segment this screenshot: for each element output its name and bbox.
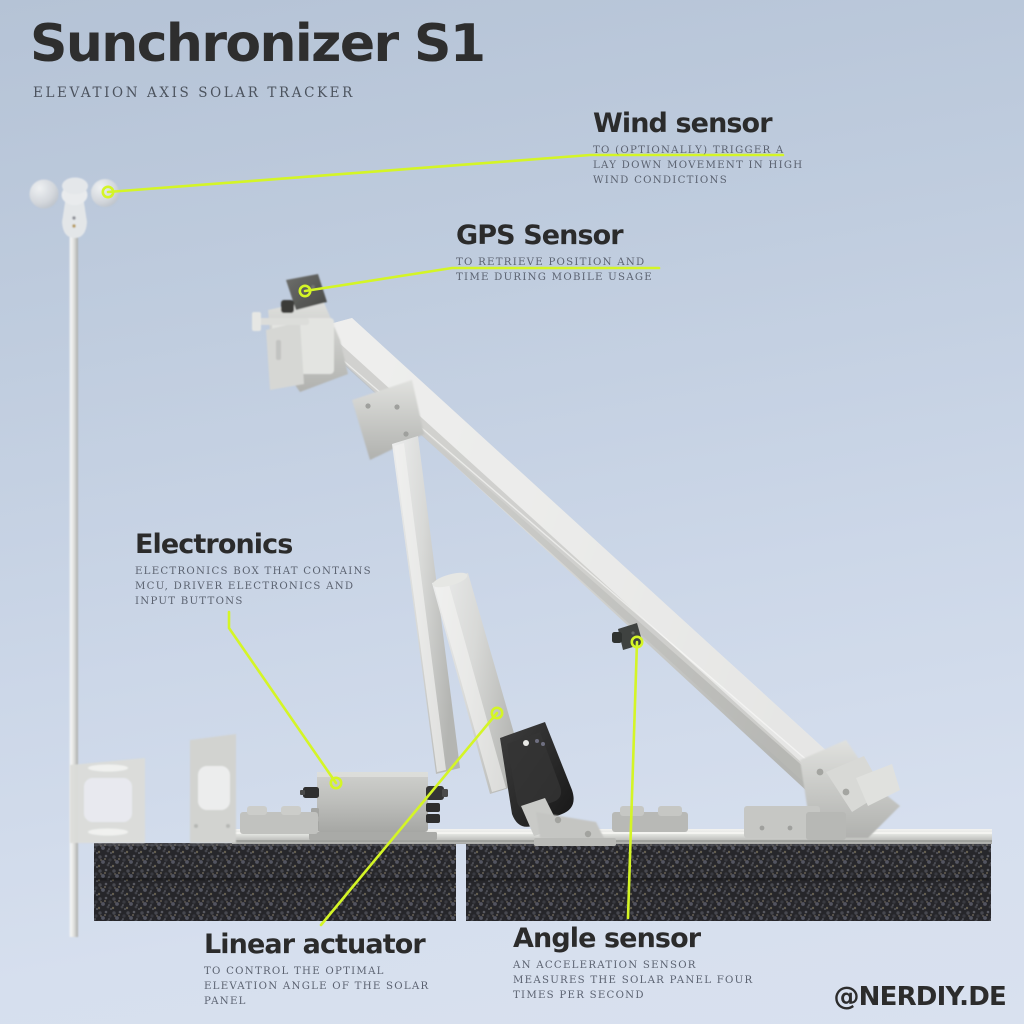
leader-electronics xyxy=(227,610,338,785)
base-carriage-block xyxy=(612,806,688,832)
callout-title-electronics: Electronics xyxy=(135,529,293,560)
callout-anchor-dots xyxy=(101,185,644,790)
dot-linear-actuator xyxy=(490,706,504,720)
callout-desc-linear-actuator: TO CONTROL THE OPTIMAL ELEVATION ANGLE O… xyxy=(204,966,430,1007)
linear-actuator-motor xyxy=(500,722,616,846)
solar-panel-support-rail xyxy=(308,318,884,826)
elevation-pivot-hinge xyxy=(744,740,900,840)
leader-linear-actuator xyxy=(319,711,499,927)
callout-desc-electronics: ELECTRONICS BOX THAT CONTAINS MCU, DRIVE… xyxy=(135,566,372,607)
ground-base-blocks xyxy=(94,843,991,921)
callout-linear-actuator: Linear actuator TO CONTROL THE OPTIMAL E… xyxy=(204,929,449,1010)
callout-title-linear-actuator: Linear actuator xyxy=(204,929,426,960)
dot-wind-sensor xyxy=(101,185,115,199)
callout-wind-sensor: Wind sensor TO (OPTIONALLY) TRIGGER A LA… xyxy=(593,108,808,189)
callout-title-gps-sensor: GPS Sensor xyxy=(456,220,624,251)
callout-leader-lines xyxy=(106,153,785,927)
page-title: Sunchronizer S1 xyxy=(30,14,486,74)
dot-angle-sensor xyxy=(630,635,644,649)
callout-angle-sensor: Angle sensor AN ACCELERATION SENSOR MEAS… xyxy=(513,923,761,1004)
page-subtitle: ELEVATION AXIS SOLAR TRACKER xyxy=(33,85,355,101)
leader-angle-sensor xyxy=(626,640,639,920)
anemometer-wind-sensor xyxy=(29,177,119,937)
electronics-box xyxy=(300,772,448,840)
brand-watermark: @NERDIY.DE xyxy=(833,982,1006,1012)
callout-title-angle-sensor: Angle sensor xyxy=(513,923,701,954)
callout-desc-wind-sensor: TO (OPTIONALLY) TRIGGER A LAY DOWN MOVEM… xyxy=(593,145,804,186)
callout-desc-gps-sensor: TO RETRIEVE POSITION AND TIME DURING MOB… xyxy=(456,257,653,284)
left-mount-brackets xyxy=(70,734,236,843)
callout-electronics: Electronics ELECTRONICS BOX THAT CONTAIN… xyxy=(135,529,375,610)
leader-gps-sensor xyxy=(303,266,661,293)
callout-title-wind-sensor: Wind sensor xyxy=(593,108,773,139)
panel-head-mount xyxy=(252,274,348,392)
base-left-rests xyxy=(240,806,318,834)
callout-desc-angle-sensor: AN ACCELERATION SENSOR MEASURES THE SOLA… xyxy=(513,960,754,1001)
leader-wind-sensor xyxy=(106,153,785,194)
callout-gps-sensor: GPS Sensor TO RETRIEVE POSITION AND TIME… xyxy=(456,220,671,286)
dot-electronics xyxy=(329,776,343,790)
dot-gps-sensor xyxy=(298,284,312,298)
